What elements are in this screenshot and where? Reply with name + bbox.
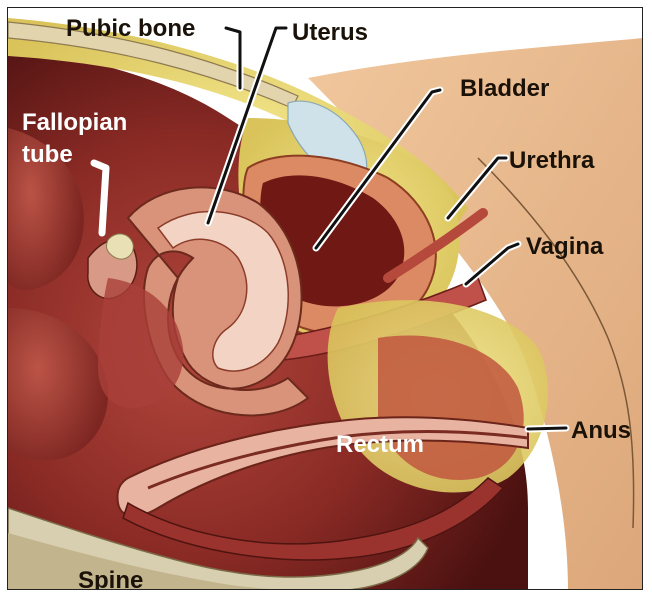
label-urethra: Urethra <box>509 147 595 174</box>
label-uterus: Uterus <box>292 19 368 46</box>
label-vagina: Vagina <box>526 233 604 260</box>
diagram-frame: Pubic bone Uterus Bladder Urethra Vagina… <box>7 7 643 590</box>
label-tube: tube <box>22 141 73 168</box>
anatomy-illustration: Pubic bone Uterus Bladder Urethra Vagina… <box>8 8 643 590</box>
label-spine: Spine <box>78 567 143 590</box>
label-bladder: Bladder <box>460 75 549 102</box>
label-pubic-bone: Pubic bone <box>66 15 195 42</box>
label-fallopian: Fallopian <box>22 109 127 136</box>
label-anus: Anus <box>571 417 631 444</box>
label-rectum: Rectum <box>336 431 424 458</box>
